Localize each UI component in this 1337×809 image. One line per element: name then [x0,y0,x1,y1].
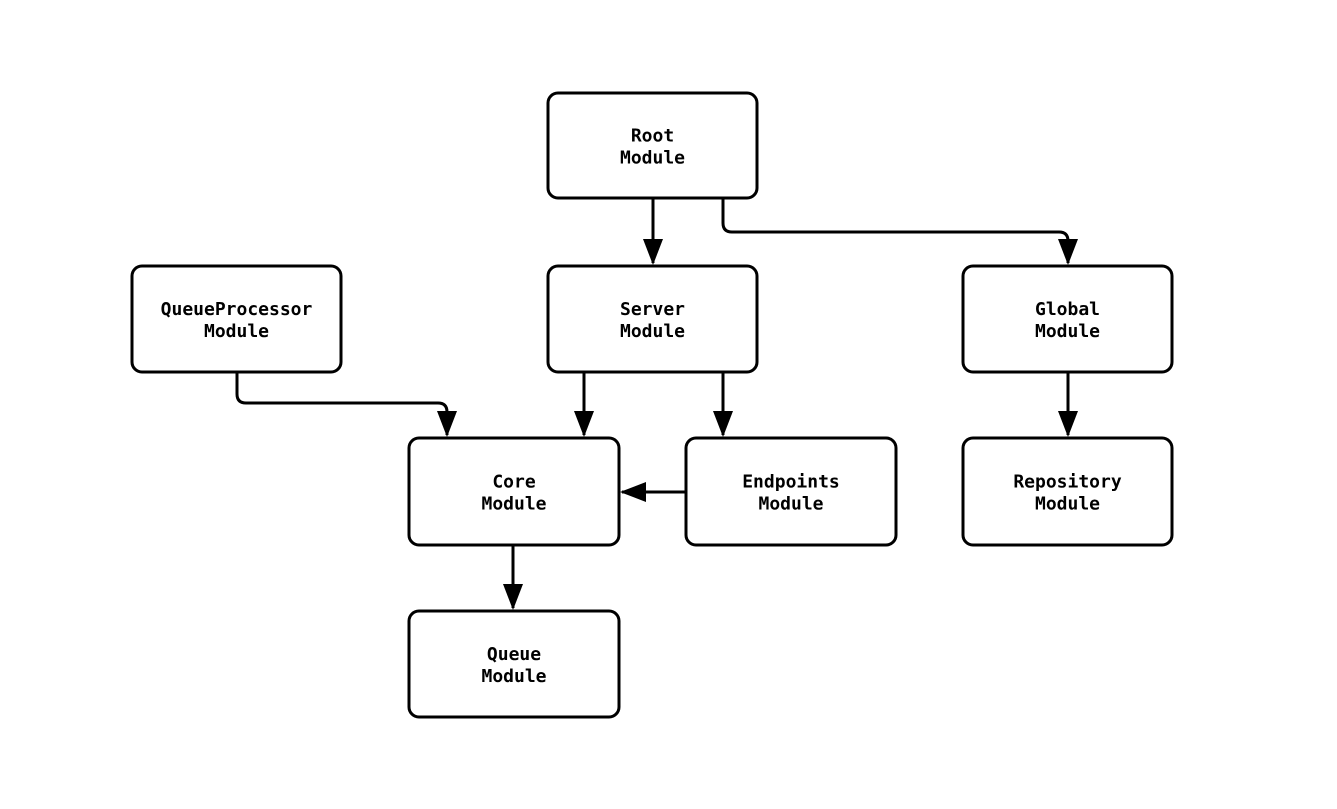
node-box [961,436,1174,547]
node-box [546,264,759,374]
node-box [546,91,759,200]
edge-queueprocessor-to-core [235,372,457,437]
edge-root-to-global [721,198,1078,265]
node-box [407,436,621,547]
edges-layer [235,198,1078,610]
node-box [407,609,621,719]
node-box [684,436,898,547]
node-box [130,264,343,374]
node-box [961,264,1174,374]
